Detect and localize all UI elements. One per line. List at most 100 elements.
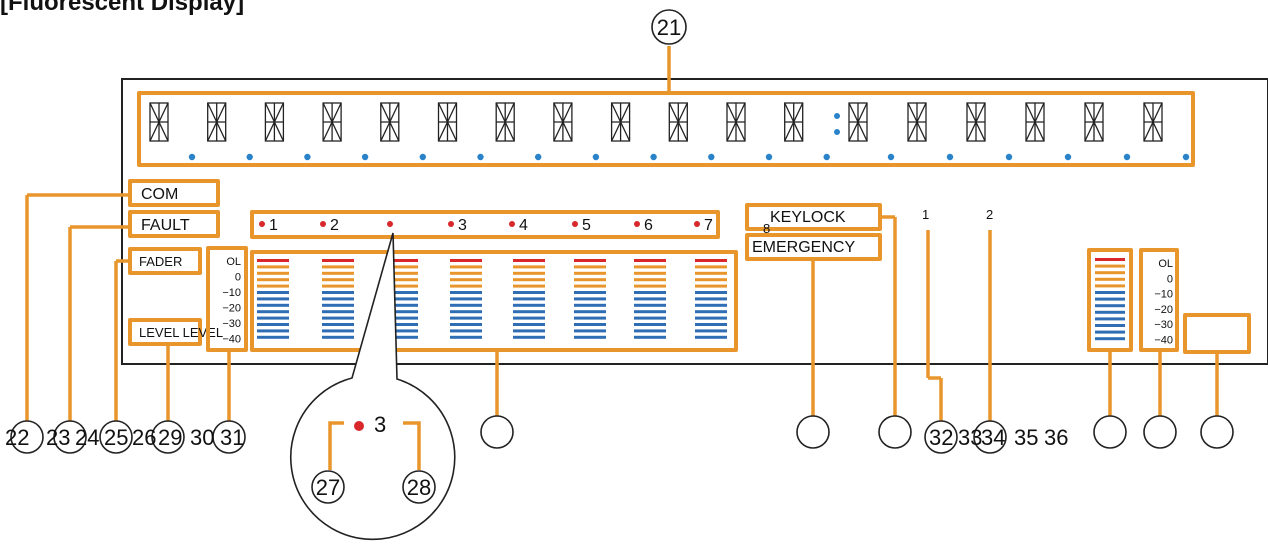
- emergency-indicator: EMERGENCY: [752, 239, 855, 256]
- output-meter-seg-9: [1095, 310, 1125, 314]
- meter-bar-ch1-seg13: [257, 335, 289, 339]
- callout-29: [151, 420, 185, 454]
- meter-bar-ch7-seg7: [634, 297, 666, 301]
- output-meter-seg-11: [1095, 324, 1125, 327]
- channel-number-7: 7: [704, 217, 713, 234]
- output-meter-seg-4: [1095, 277, 1125, 281]
- display-outline: [121, 78, 1268, 365]
- segment-character-16: [1025, 102, 1045, 142]
- meter-bar-ch2-seg11: [322, 323, 354, 326]
- right-scale-tick-5: −30: [1154, 319, 1173, 331]
- output-meter-seg-3: [1095, 271, 1125, 275]
- channel-8-label: 8: [763, 221, 770, 236]
- meter-bar-ch3-seg13: [386, 335, 418, 339]
- channel-dot-4: [448, 221, 454, 227]
- segment-character-3: [264, 102, 285, 142]
- blank-segment-frame: [1183, 313, 1251, 354]
- output-number-2: 2: [986, 207, 993, 222]
- bottom-callout-22: 22: [5, 425, 29, 450]
- segment-character-5: [380, 102, 400, 142]
- left-scale-tick-6: −40: [222, 334, 241, 346]
- callout-36-label: 36: [1044, 425, 1068, 450]
- decimal-dot-11: [765, 153, 773, 161]
- bottom-callout-30: 30: [190, 425, 214, 450]
- meter-bar-ch4-seg8: [450, 303, 482, 307]
- level-indicator: LEVEL LEVEL: [139, 325, 223, 340]
- right-scale-tick-4: −20: [1154, 304, 1173, 316]
- meter-bar-ch4-seg10: [450, 316, 482, 320]
- channel-number-2: 2: [330, 217, 339, 234]
- decimal-dot-13: [887, 153, 895, 161]
- meter-bar-ch1-seg12: [257, 329, 289, 333]
- meter-bar-ch3-seg7: [386, 297, 418, 301]
- meter-bar-ch7-seg11: [634, 323, 666, 326]
- meter-bar-ch7-seg1: [634, 259, 666, 262]
- meter-bar-ch5-seg3: [513, 271, 545, 275]
- meter-bar-ch2-seg13: [322, 335, 354, 339]
- callout-28: [402, 470, 436, 504]
- left-scale-tick-4: −20: [222, 303, 241, 315]
- segment-character-15: [966, 102, 986, 142]
- callout-35-label: 35: [1014, 425, 1038, 450]
- decimal-dot-14: [946, 153, 954, 161]
- decimal-dot-10: [708, 153, 715, 161]
- channel-dot-2: [320, 221, 326, 227]
- meter-bar-ch4-seg2: [450, 265, 482, 269]
- meter-bar-ch4-seg5: [450, 284, 482, 288]
- meter-bar-ch1-seg1: [257, 259, 289, 262]
- callout-23: [53, 420, 87, 454]
- bottom-callout-26: 26: [132, 425, 156, 450]
- segment-character-18: [1143, 102, 1163, 142]
- meter-bar-ch7-seg10: [634, 316, 666, 320]
- meter-bar-ch1-seg7: [257, 297, 289, 301]
- meter-bar-ch6-seg7: [574, 297, 606, 301]
- callout-25: [99, 420, 133, 454]
- callout-27: [311, 470, 345, 504]
- meter-bar-ch8-seg9: [695, 310, 727, 314]
- channel-dot-8: [694, 221, 700, 227]
- colon-dot-bottom: [834, 129, 840, 135]
- meter-bar-ch7-seg3: [634, 271, 666, 275]
- decimal-dot-17: [1123, 153, 1131, 161]
- meter-bar-ch8-seg2: [695, 265, 727, 269]
- output-meter-seg-6: [1095, 291, 1125, 294]
- meter-bar-ch1-seg10: [257, 316, 289, 320]
- meter-bar-ch7-seg9: [634, 310, 666, 314]
- meter-bar-ch2-seg8: [322, 303, 354, 307]
- output-meter-seg-5: [1095, 284, 1125, 288]
- output-meter-seg-1: [1095, 258, 1125, 261]
- meter-bar-ch7-seg8: [634, 303, 666, 307]
- left-meter-scale: OL0−10−20−30−40: [222, 256, 241, 346]
- meter-bar-ch6-seg10: [574, 316, 606, 320]
- channel-number-5: 5: [582, 217, 591, 234]
- meter-area-frame: [250, 250, 738, 352]
- channel-dot-3: [387, 221, 393, 227]
- decimal-dot-6: [477, 153, 484, 161]
- meter-bar-ch3-seg1: [386, 259, 418, 262]
- segment-character-13: [848, 102, 868, 142]
- zoom-bubble: 3 27 28: [290, 232, 456, 541]
- callout-32: [924, 420, 958, 454]
- meter-bar-ch7-seg4: [634, 278, 666, 282]
- meter-bar-ch6-seg1: [574, 259, 606, 262]
- meter-bar-ch3-seg2: [386, 265, 418, 269]
- meter-bar-ch6-seg3: [574, 271, 606, 275]
- callout-34: [973, 420, 1007, 454]
- left-scale-tick-3: −10: [222, 287, 241, 299]
- callout-meter-area: [480, 415, 514, 449]
- colon-dot-top: [834, 113, 840, 119]
- channel-number-6: 6: [644, 217, 653, 234]
- meter-bar-ch4-seg7: [450, 297, 482, 301]
- callout-33-label: 33: [958, 425, 982, 450]
- zoom-channel-number: 3: [374, 412, 386, 437]
- meter-bar-ch2-seg12: [322, 329, 354, 333]
- meter-bar-ch5-seg1: [513, 259, 545, 262]
- output-meter-seg-12: [1095, 330, 1125, 334]
- segment-character-8: [553, 102, 573, 142]
- left-scale-tick-5: −30: [222, 318, 241, 330]
- meter-bar-ch1-seg3: [257, 271, 289, 275]
- meter-bar-ch1-seg2: [257, 265, 289, 269]
- fault-indicator-frame: [128, 210, 220, 238]
- meter-bar-ch8-seg12: [695, 329, 727, 333]
